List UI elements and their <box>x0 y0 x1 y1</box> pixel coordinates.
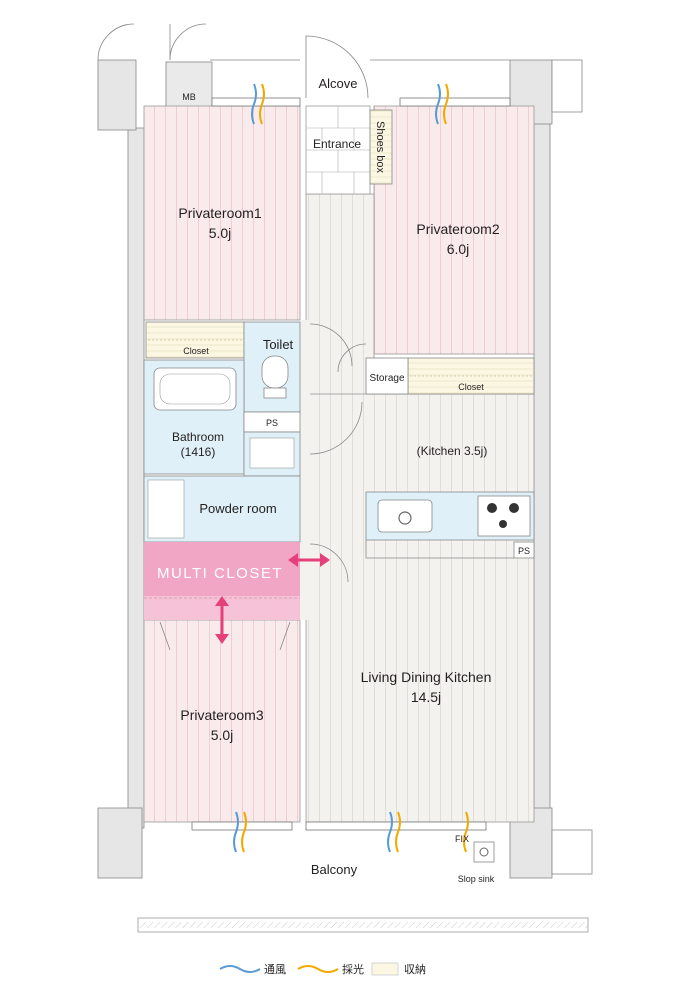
fix-label: FIX <box>455 834 469 844</box>
ldk-name: Living Dining Kitchen <box>361 669 492 685</box>
storage-legend-label: 収納 <box>404 963 426 976</box>
privateroom1-area <box>143 105 301 321</box>
toilet-label: Toilet <box>263 337 294 352</box>
ps-1-label: PS <box>266 418 278 428</box>
daylight-legend-swatch <box>297 965 339 973</box>
storage-label: Storage <box>369 373 404 384</box>
hall-strip <box>300 320 310 620</box>
entrance-label: Entrance <box>313 137 361 151</box>
ventilation-legend-label: 通風 <box>264 963 286 976</box>
privateroom1-size: 5.0j <box>209 225 232 241</box>
bathroom-name: Bathroom <box>172 430 224 444</box>
alcove-label: Alcove <box>318 76 357 91</box>
ps-box-2 <box>513 541 535 559</box>
privateroom2-area <box>373 105 535 355</box>
multi-closet-label: MULTI CLOSET <box>157 565 283 582</box>
legend: 通風 採光 収納 <box>219 962 426 976</box>
privateroom2-name: Privateroom2 <box>416 221 499 237</box>
bathtub <box>153 367 237 411</box>
ventilation-legend-swatch <box>219 965 261 973</box>
kitchen-label: (Kitchen 3.5j) <box>417 444 488 458</box>
toilet-fixture <box>261 355 289 399</box>
powder-room-label: Powder room <box>199 501 276 516</box>
privateroom3-size: 5.0j <box>211 727 234 743</box>
closet-1 <box>145 321 245 359</box>
slop-sink <box>473 841 495 863</box>
privateroom3-area <box>143 619 301 823</box>
storage-legend-swatch <box>371 962 399 976</box>
mb-label: MB <box>182 92 196 102</box>
balcony-label: Balcony <box>311 862 358 877</box>
bathroom-size: (1416) <box>181 445 216 459</box>
multi-closet-arrows <box>215 553 330 644</box>
ps-2-label: PS <box>518 546 530 556</box>
slop-sink-label: Slop sink <box>458 874 495 884</box>
door-swings <box>159 323 367 651</box>
shoes-box <box>369 109 393 185</box>
shoes-box-label: Shoes box <box>374 121 386 173</box>
privateroom2-size: 6.0j <box>447 241 470 257</box>
privateroom3-name: Privateroom3 <box>180 707 263 723</box>
daylight-legend-label: 採光 <box>342 962 364 976</box>
windows <box>191 97 511 831</box>
airflow-marks <box>233 83 469 853</box>
ldk-size: 14.5j <box>411 689 441 705</box>
entrance-door-swing <box>305 35 369 99</box>
storage-closet <box>365 357 409 395</box>
sink <box>377 499 433 533</box>
stove <box>477 495 531 537</box>
ldk-area <box>305 393 535 823</box>
closet-1-label: Closet <box>183 346 209 356</box>
closet-2-label: Closet <box>458 382 484 392</box>
privateroom1-name: Privateroom1 <box>178 205 261 221</box>
